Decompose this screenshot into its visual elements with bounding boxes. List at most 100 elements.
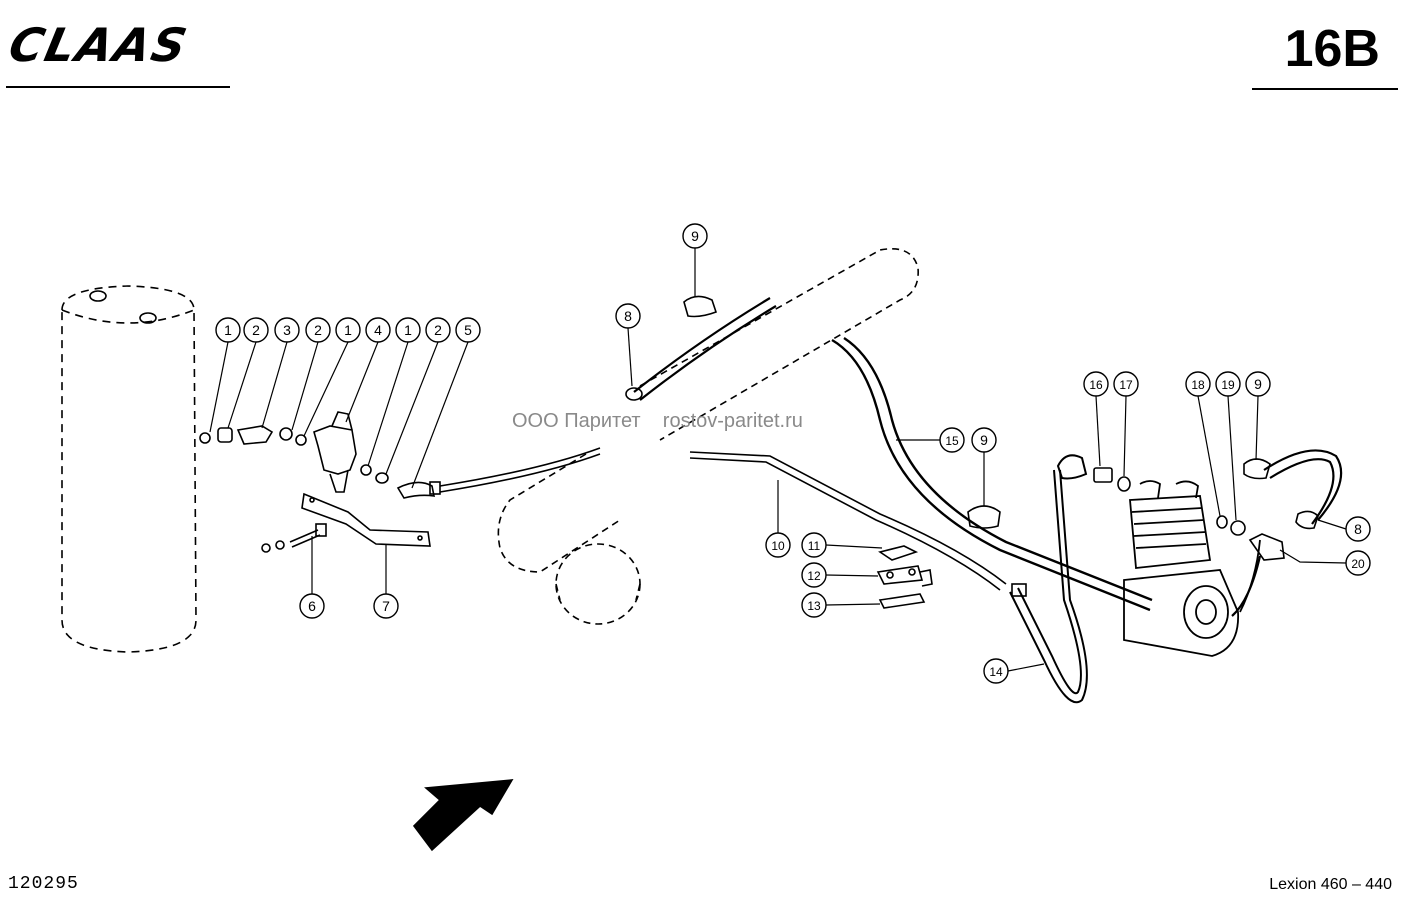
callout-15: 15 [939,427,965,453]
callout-13: 13 [801,592,827,618]
callout-label: 10 [771,539,785,553]
model-designation: Lexion 460 – 440 [1269,876,1392,893]
callout-label: 11 [808,539,821,553]
callout-1: 1 [395,317,421,343]
callout-label: 8 [1354,521,1362,537]
clamp-9-mid-icon [967,505,1001,529]
callout-circle [1345,550,1371,576]
fitting-14-icon [1011,583,1027,597]
clamp-9-icon [683,295,718,318]
callout-circle [983,658,1009,684]
callout-label: 2 [314,322,322,338]
air-line-5 [439,447,601,493]
callout-8: 8 [615,303,641,329]
header-rule-right [1252,88,1398,90]
fitting-parts-right [1216,458,1319,561]
callout-label: 4 [374,322,382,338]
callout-1: 1 [215,317,241,343]
callout-circle [425,317,451,343]
callout-circle [1345,516,1371,542]
callout-circle [801,532,827,558]
tank-port-icon [89,290,157,324]
callout-8: 8 [1345,516,1371,542]
callout-label: 18 [1191,378,1205,392]
callout-label: 2 [434,322,442,338]
callout-label: 12 [807,569,821,583]
callout-7: 7 [373,593,399,619]
callout-16: 16 [1083,371,1109,397]
page-code: 16B [1284,20,1380,78]
direction-arrow-icon [412,779,514,852]
callout-label: 1 [344,322,352,338]
watermark-text: ООО Паритет rostov-paritet.ru [512,410,803,432]
hose-15 [831,336,1153,612]
callout-circle [971,427,997,453]
callout-label: 20 [1351,557,1365,571]
callout-circle [365,317,391,343]
axle-tube [497,248,919,625]
fitting-parts [199,411,441,499]
fitting-16-17 [1093,467,1131,492]
document-number: 120295 [8,874,79,894]
callout-circle [335,317,361,343]
callout-circle [1083,371,1109,397]
callout-9: 9 [1245,371,1271,397]
header-rule-left [6,86,230,88]
callout-label: 1 [404,322,412,338]
callout-circle [274,317,300,343]
callout-label: 9 [691,228,699,244]
callout-9: 9 [682,223,708,249]
leader-lines [209,248,1347,672]
hose-8-upper [633,297,777,401]
callout-label: 7 [382,598,390,614]
callout-label: 14 [989,665,1003,679]
callout-17: 17 [1113,371,1139,397]
callout-circle [299,593,325,619]
callout-1: 1 [335,317,361,343]
callout-label: 15 [945,434,959,448]
callout-5: 5 [455,317,481,343]
air-tank [61,285,197,653]
callout-circle [305,317,331,343]
bracket-part [301,492,431,547]
callout-label: 6 [308,598,316,614]
callout-circle [215,317,241,343]
callout-4: 4 [365,317,391,343]
callout-circle [243,317,269,343]
hose-right [1231,449,1343,617]
callout-label: 16 [1089,378,1103,392]
callout-19: 19 [1215,371,1241,397]
callout-12: 12 [801,562,827,588]
callout-18: 18 [1185,371,1211,397]
clip-parts [876,545,933,609]
callout-label: 1 [224,322,232,338]
callout-circle [1185,371,1211,397]
callout-circle [395,317,421,343]
hose-14 [1009,454,1088,704]
callout-circle [1245,371,1271,397]
callout-label: 17 [1119,378,1133,392]
callout-label: 19 [1221,378,1235,392]
air-compressor [1123,480,1261,657]
callout-circle [455,317,481,343]
callout-circle [1215,371,1241,397]
callout-label: 2 [252,322,260,338]
bolt-part [261,523,327,553]
callout-9: 9 [971,427,997,453]
callout-label: 9 [1254,376,1262,392]
callout-circle [373,593,399,619]
callout-2: 2 [305,317,331,343]
callout-circle [682,223,708,249]
callout-2: 2 [243,317,269,343]
callout-circle [1113,371,1139,397]
callout-3: 3 [274,317,300,343]
callout-circle [801,592,827,618]
hose-clamp-icon [625,387,643,401]
callout-circle [939,427,965,453]
callout-20: 20 [1345,550,1371,576]
callout-label: 8 [624,308,632,324]
callout-10: 10 [765,532,791,558]
